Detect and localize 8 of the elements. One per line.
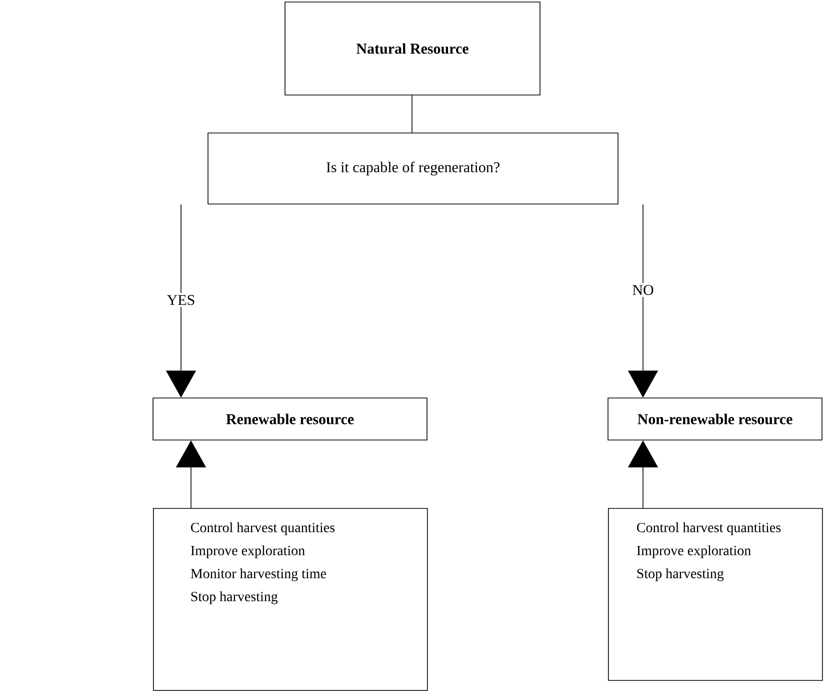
edge-label: NO (630, 282, 656, 298)
edge-label: YES (164, 292, 198, 308)
action-list-box: Control harvest quantities Improve exploration Monitor harvesting time Stop harvesting (153, 508, 428, 691)
outcome-box: Non-renewable resource (608, 398, 822, 440)
action-list-box: Control harvest quantities Improve exploration Stop harvesting (608, 508, 823, 681)
title-box: Natural Resource (284, 2, 540, 96)
outcome-box: Renewable resource (152, 398, 428, 440)
question-box: Is it capable of regeneration? (208, 132, 618, 204)
